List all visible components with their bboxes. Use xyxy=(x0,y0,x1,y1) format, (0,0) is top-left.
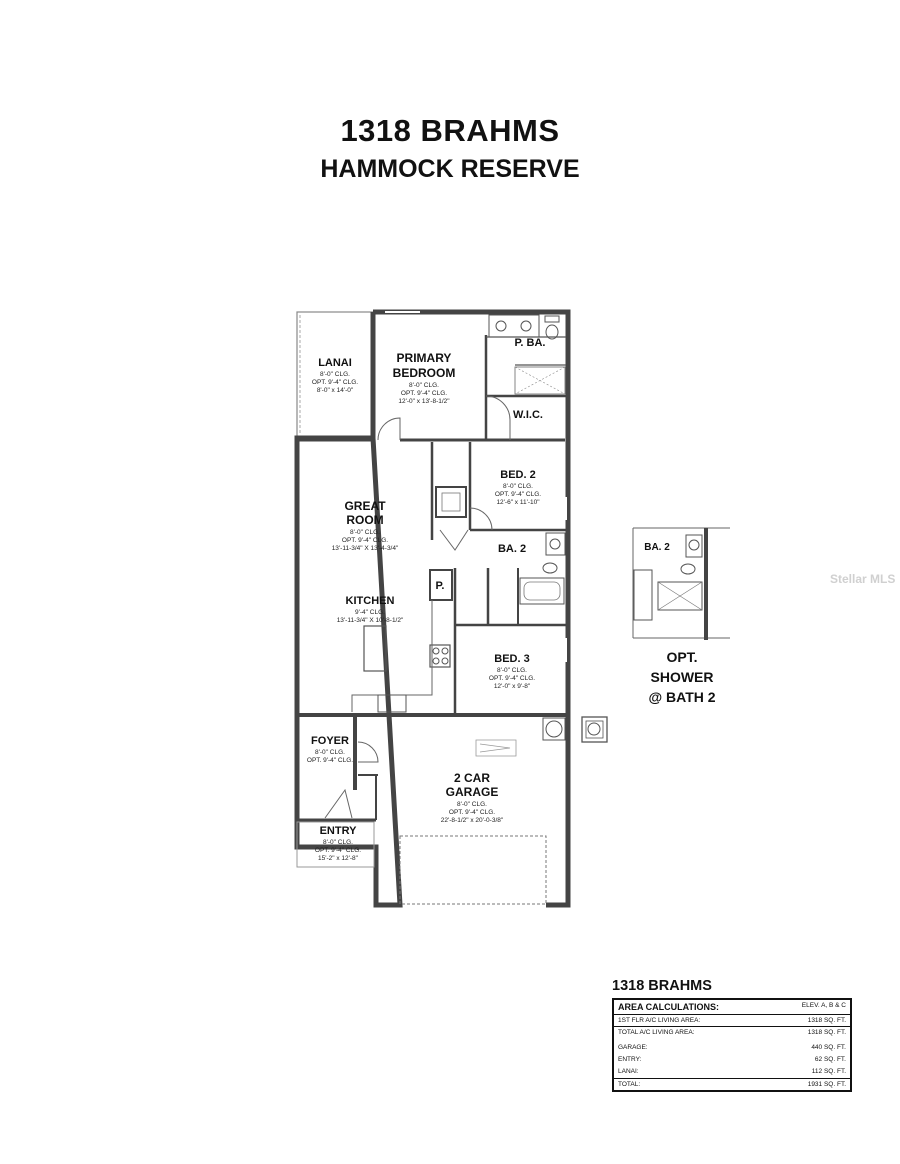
svg-text:OPT. 9'-4" CLG.: OPT. 9'-4" CLG. xyxy=(489,675,535,682)
option-caption-line-3: @ BATH 2 xyxy=(648,689,715,705)
room-bed-3: BED. 3 8'-0" CLG. OPT. 9'-4" CLG. 12'-0"… xyxy=(489,653,535,690)
svg-text:8'-0" CLG.: 8'-0" CLG. xyxy=(350,529,380,536)
area-table: AREA CALCULATIONS: ELEV. A, B & C 1ST FL… xyxy=(612,998,852,1092)
svg-text:8'-0" CLG.: 8'-0" CLG. xyxy=(457,801,487,808)
community-name: HAMMOCK RESERVE xyxy=(320,155,580,183)
svg-text:OPT. 9'-4" CLG.: OPT. 9'-4" CLG. xyxy=(401,390,447,397)
elevations: ELEV. A, B & C xyxy=(773,999,851,1015)
area-title: 1318 BRAHMS xyxy=(612,978,712,994)
svg-text:8'-0" x 14'-0": 8'-0" x 14'-0" xyxy=(317,387,354,394)
svg-text:8'-0" CLG.: 8'-0" CLG. xyxy=(320,371,350,378)
svg-text:13'-11-3/4" X 10'-8-1/2": 13'-11-3/4" X 10'-8-1/2" xyxy=(337,617,404,624)
svg-text:OPT. 9'-4" CLG.: OPT. 9'-4" CLG. xyxy=(307,757,353,764)
option-caption-line-2: SHOWER xyxy=(651,669,714,685)
svg-text:12'-0" x 9'-8": 12'-0" x 9'-8" xyxy=(494,683,531,690)
svg-text:2 CAR: 2 CAR xyxy=(454,771,490,785)
room-bed-2: BED. 2 8'-0" CLG. OPT. 9'-4" CLG. 12'-6"… xyxy=(495,469,541,506)
svg-text:OPT. 9'-4" CLG.: OPT. 9'-4" CLG. xyxy=(495,491,541,498)
room-entry: ENTRY 8'-0" CLG. OPT. 9'-4" CLG. 15'-2" … xyxy=(315,825,361,862)
room-foyer: FOYER 8'-0" CLG. OPT. 9'-4" CLG. xyxy=(307,735,353,764)
svg-text:8'-0" CLG.: 8'-0" CLG. xyxy=(503,483,533,490)
pantry-label: P. xyxy=(436,580,445,592)
primary-bath-label: P. BA. xyxy=(515,337,546,349)
svg-text:8'-0" CLG.: 8'-0" CLG. xyxy=(409,382,439,389)
option-shower-detail xyxy=(632,527,730,640)
table-row: TOTAL A/C LIVING AREA: 1318 SQ. FT. xyxy=(618,1029,846,1036)
room-garage: 2 CAR GARAGE 8'-0" CLG. OPT. 9'-4" CLG. … xyxy=(441,771,504,824)
bath-2-label: BA. 2 xyxy=(498,543,526,555)
table-row-total: TOTAL: 1931 SQ. FT. xyxy=(618,1081,846,1088)
svg-text:OPT. 9'-4" CLG.: OPT. 9'-4" CLG. xyxy=(315,847,361,854)
svg-text:KITCHEN: KITCHEN xyxy=(346,595,395,607)
lanai-label: LANAI xyxy=(318,357,352,369)
watermark: Stellar MLS xyxy=(830,572,896,586)
wic-label: W.I.C. xyxy=(513,409,543,421)
option-caption-line-1: OPT. xyxy=(666,649,697,665)
table-row: 1ST FLR A/C LIVING AREA: 1318 SQ. FT. xyxy=(613,1014,851,1027)
svg-text:8'-0" CLG.: 8'-0" CLG. xyxy=(315,749,345,756)
svg-text:BED. 2: BED. 2 xyxy=(500,469,535,481)
svg-text:GARAGE: GARAGE xyxy=(446,785,499,799)
svg-text:8'-0" CLG.: 8'-0" CLG. xyxy=(497,667,527,674)
plan-title: 1318 BRAHMS xyxy=(340,113,560,148)
svg-text:OPT. 9'-4" CLG.: OPT. 9'-4" CLG. xyxy=(342,537,388,544)
svg-text:9'-4" CLG.: 9'-4" CLG. xyxy=(355,609,385,616)
room-lanai: LANAI 8'-0" CLG. OPT. 9'-4" CLG. 8'-0" x… xyxy=(312,357,358,394)
table-row: ENTRY: 62 SQ. FT. xyxy=(618,1056,846,1063)
svg-text:FOYER: FOYER xyxy=(311,735,349,747)
svg-text:13'-11-3/4" X 13'-4-3/4": 13'-11-3/4" X 13'-4-3/4" xyxy=(332,545,399,552)
table-row: GARAGE: 440 SQ. FT. xyxy=(618,1044,846,1051)
svg-text:GREAT: GREAT xyxy=(344,499,386,513)
option-bath-2-label: BA. 2 xyxy=(644,542,670,553)
area-header: AREA CALCULATIONS: xyxy=(613,999,774,1015)
svg-text:ENTRY: ENTRY xyxy=(320,825,358,837)
table-row: LANAI: 112 SQ. FT. xyxy=(613,1066,851,1079)
svg-text:15'-2" x 12'-8": 15'-2" x 12'-8" xyxy=(318,855,359,862)
svg-text:12'-0" x 13'-8-1/2": 12'-0" x 13'-8-1/2" xyxy=(398,398,450,405)
svg-text:OPT. 9'-4" CLG.: OPT. 9'-4" CLG. xyxy=(449,809,495,816)
room-great-room: GREAT ROOM 8'-0" CLG. OPT. 9'-4" CLG. 13… xyxy=(332,499,399,552)
svg-text:12'-6" x 11'-10": 12'-6" x 11'-10" xyxy=(496,499,540,506)
svg-text:BED. 3: BED. 3 xyxy=(494,653,529,665)
svg-text:8'-0" CLG.: 8'-0" CLG. xyxy=(323,839,353,846)
svg-text:PRIMARY: PRIMARY xyxy=(397,351,452,365)
svg-text:ROOM: ROOM xyxy=(346,513,383,527)
svg-text:22'-8-1/2" x 20'-0-3/8": 22'-8-1/2" x 20'-0-3/8" xyxy=(441,817,504,824)
room-kitchen: KITCHEN 9'-4" CLG. 13'-11-3/4" X 10'-8-1… xyxy=(337,595,404,624)
svg-text:OPT. 9'-4" CLG.: OPT. 9'-4" CLG. xyxy=(312,379,358,386)
svg-text:BEDROOM: BEDROOM xyxy=(393,366,456,380)
room-primary-bedroom: PRIMARY BEDROOM 8'-0" CLG. OPT. 9'-4" CL… xyxy=(393,351,456,405)
area-calculations: 1318 BRAHMS AREA CALCULATIONS: ELEV. A, … xyxy=(612,978,852,1092)
